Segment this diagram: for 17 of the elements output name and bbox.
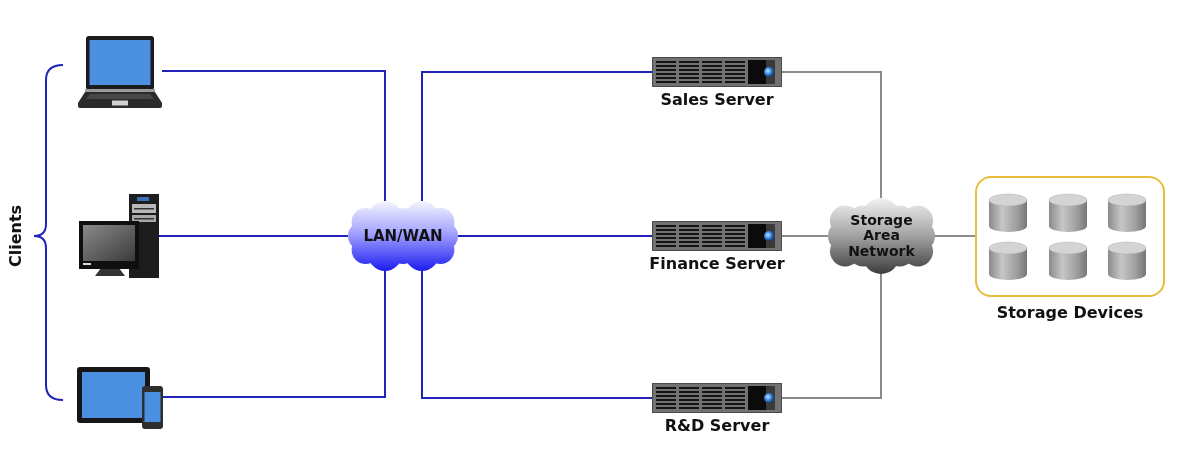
cloud-label: Storage Area Network [847,212,916,260]
connection-line [781,71,882,199]
connection-line [162,270,386,398]
server-label: Finance Server [649,254,785,274]
storage-label: Storage Devices [996,303,1144,323]
connection-line [781,235,829,237]
connection-line [421,71,653,202]
server-label: Sales Server [660,90,774,110]
cloud-label: LAN/WAN [362,227,444,245]
server-label: R&D Server [664,416,770,436]
connection-line [457,235,653,237]
connection-line [421,270,653,399]
connection-line [781,273,882,399]
connection-line [161,70,386,202]
connection-line [934,235,976,237]
group-label: Clients [5,204,25,268]
connection-line [158,235,349,237]
